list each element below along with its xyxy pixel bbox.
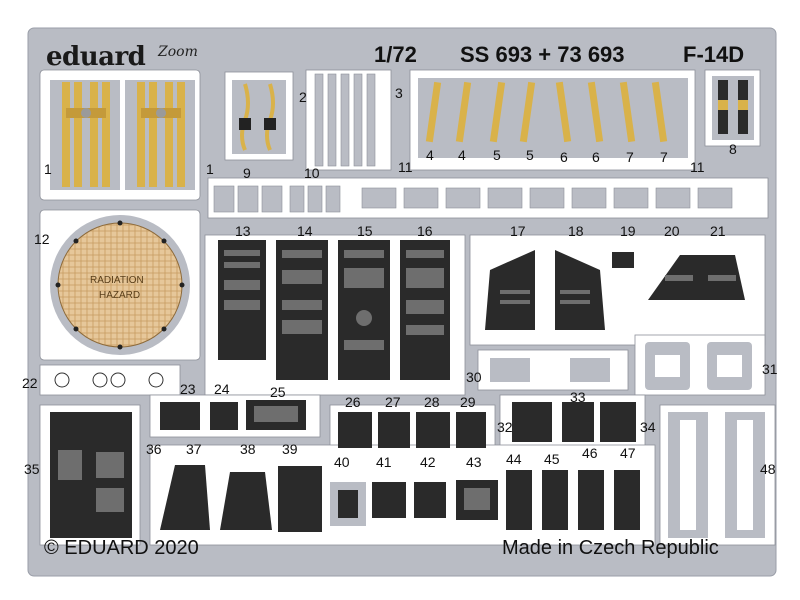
part-label: 4: [458, 147, 466, 163]
part-label: 31: [762, 361, 778, 377]
part-label: 5: [493, 147, 501, 163]
part-48: [668, 412, 765, 538]
part-label: 27: [385, 394, 401, 410]
part-label: 38: [240, 441, 256, 457]
part-23-25: [160, 400, 306, 430]
buckles: [712, 76, 754, 140]
part-label: 37: [186, 441, 202, 457]
part-label: 18: [568, 223, 584, 239]
small-parts-row: [213, 185, 733, 213]
part-label: 47: [620, 445, 636, 461]
placard-line-1: RADIATION: [90, 275, 144, 286]
part-label: 14: [297, 223, 313, 239]
part-label: 23: [180, 381, 196, 397]
part-label: 8: [729, 141, 737, 157]
part-label: 6: [592, 149, 600, 165]
part-label: 7: [626, 149, 634, 165]
part-label: 36: [146, 441, 162, 457]
part-label: 40: [334, 454, 350, 470]
belt-harness-right: [125, 80, 195, 190]
part-label: 15: [357, 223, 373, 239]
zoom-logo: Zoom: [158, 44, 198, 60]
part-label: 42: [420, 454, 436, 470]
part-26-29: [338, 412, 486, 448]
model-name: F-14D: [683, 42, 745, 67]
brand-logo: eduard: [46, 42, 146, 72]
side-consoles: [485, 250, 745, 330]
part-label: 6: [560, 149, 568, 165]
part-label: 3: [395, 85, 403, 101]
part-label: 17: [510, 223, 526, 239]
straps: [418, 78, 688, 158]
part-label: 11: [398, 159, 413, 175]
part-label: 45: [544, 451, 560, 467]
part-label: 1: [206, 161, 214, 177]
part-label: 30: [466, 369, 482, 385]
belt-harness-left: [50, 80, 120, 190]
kit-code: SS 693 + 73 693: [460, 42, 625, 67]
part-label: 26: [345, 394, 361, 410]
part-label: 9: [243, 165, 251, 181]
part-label: 19: [620, 223, 636, 239]
part-label: 29: [460, 394, 476, 410]
part-label: 10: [304, 165, 320, 181]
part-label: 44: [506, 451, 522, 467]
part-label: 25: [270, 384, 286, 400]
part-label: 43: [466, 454, 482, 470]
part-label: 16: [417, 223, 433, 239]
part-label: 1: [44, 161, 52, 177]
part-label: 13: [235, 223, 251, 239]
part-label: 32: [497, 419, 513, 435]
part-label: 12: [34, 231, 50, 247]
part-label: 35: [24, 461, 40, 477]
strips: [314, 73, 376, 167]
part-32-34: [512, 402, 636, 442]
part-label: 48: [760, 461, 776, 477]
radiation-placard: [50, 215, 190, 355]
part-label: 5: [526, 147, 534, 163]
knob-row: [54, 372, 164, 388]
part-label: 28: [424, 394, 440, 410]
part-label: 7: [660, 149, 668, 165]
scale-label: 1/72: [374, 42, 417, 67]
part-label: 46: [582, 445, 598, 461]
bottom-panels: [160, 465, 640, 532]
copyright: © EDUARD 2020: [44, 537, 199, 559]
instrument-panels: [218, 240, 450, 380]
part-label: 24: [214, 381, 230, 397]
part-label: 4: [426, 147, 434, 163]
cord-pair: [232, 80, 286, 154]
part-30-31: [490, 342, 752, 390]
part-35: [50, 412, 132, 538]
part-label: 2: [299, 89, 307, 105]
part-label: 21: [710, 223, 726, 239]
origin: Made in Czech Republic: [502, 537, 719, 559]
part-label: 33: [570, 389, 586, 405]
part-label: 22: [22, 375, 38, 391]
part-label: 34: [640, 419, 656, 435]
placard-line-2: HAZARD: [99, 290, 141, 301]
part-label: 41: [376, 454, 392, 470]
part-label: 11: [690, 159, 705, 175]
part-label: 20: [664, 223, 680, 239]
part-label: 39: [282, 441, 298, 457]
